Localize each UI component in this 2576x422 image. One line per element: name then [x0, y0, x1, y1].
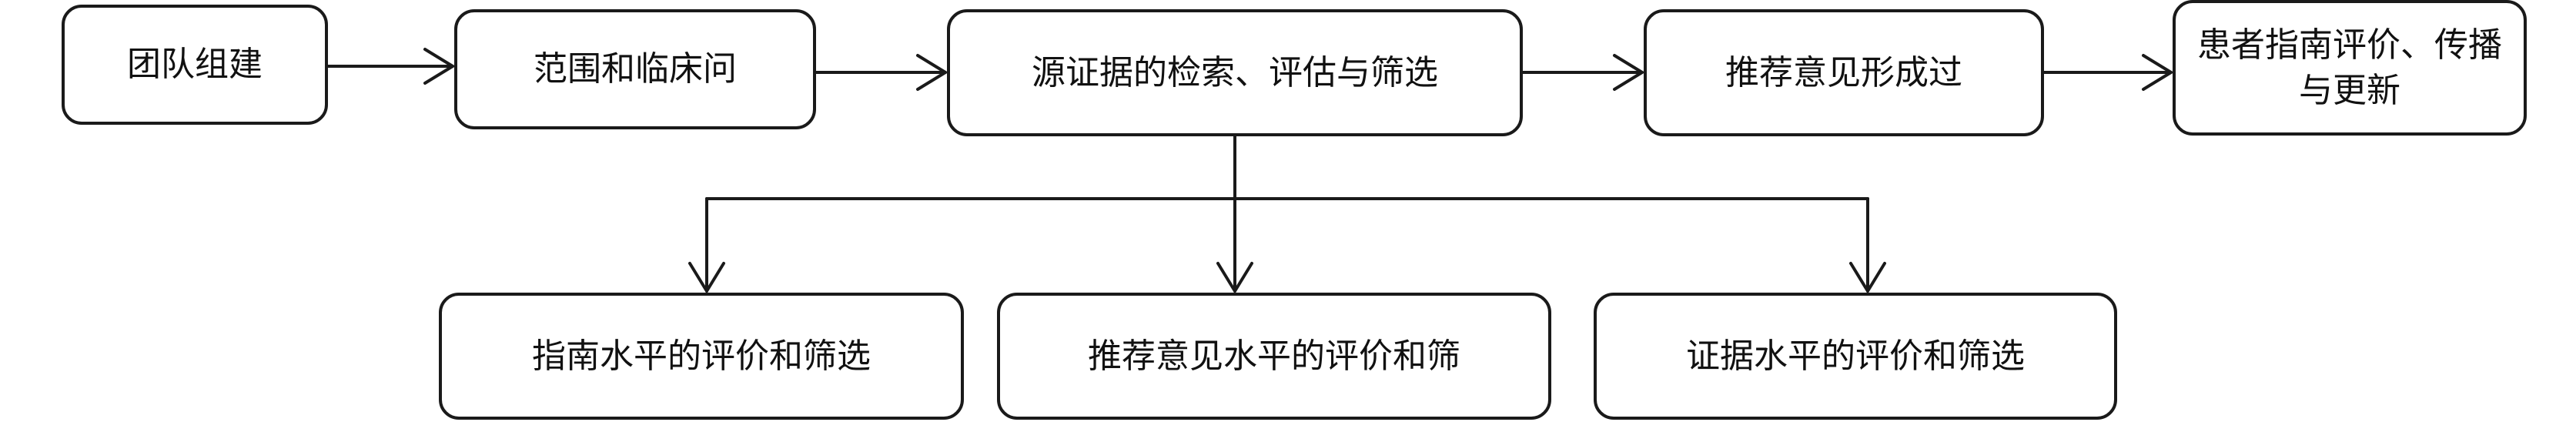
node-patient-guide-evaluation: 患者指南评价、传播与更新 — [2173, 0, 2527, 136]
edge-evidence-to-recommendation-level — [1216, 197, 1253, 293]
node-recommendation-formation: 推荐意见形成过 — [1644, 9, 2044, 136]
edge-evidence-to-evidence-level — [1849, 197, 1886, 293]
node-scope-clinical-question-label: 范围和临床问 — [534, 49, 737, 89]
node-team-formation: 团队组建 — [62, 5, 328, 125]
node-evidence-search-screening: 源证据的检索、评估与筛选 — [947, 9, 1523, 136]
node-guideline-level-screening: 指南水平的评价和筛选 — [439, 293, 964, 420]
node-guideline-level-screening-label: 指南水平的评价和筛选 — [532, 336, 871, 376]
edge-evidence-to-recommendation — [1521, 54, 1644, 91]
node-recommendation-level-screening: 推荐意见水平的评价和筛 — [997, 293, 1551, 420]
edge-evidence-to-guideline-level — [688, 197, 725, 293]
node-scope-clinical-question: 范围和临床问 — [454, 9, 816, 129]
edge-team-to-scope — [326, 48, 454, 85]
edge-recommendation-to-patient-guide — [2042, 54, 2173, 91]
edge-evidence-branch-trunk — [705, 135, 1869, 200]
node-team-formation-label: 团队组建 — [127, 45, 263, 85]
node-evidence-level-screening: 证据水平的评价和筛选 — [1594, 293, 2117, 420]
edge-scope-to-evidence — [815, 54, 947, 91]
node-recommendation-formation-label: 推荐意见形成过 — [1725, 52, 1962, 92]
node-patient-guide-evaluation-label: 患者指南评价、传播与更新 — [2197, 25, 2502, 110]
node-evidence-search-screening-label: 源证据的检索、评估与筛选 — [1032, 52, 1438, 92]
node-recommendation-level-screening-label: 推荐意见水平的评价和筛 — [1088, 336, 1460, 376]
node-evidence-level-screening-label: 证据水平的评价和筛选 — [1686, 336, 2025, 376]
